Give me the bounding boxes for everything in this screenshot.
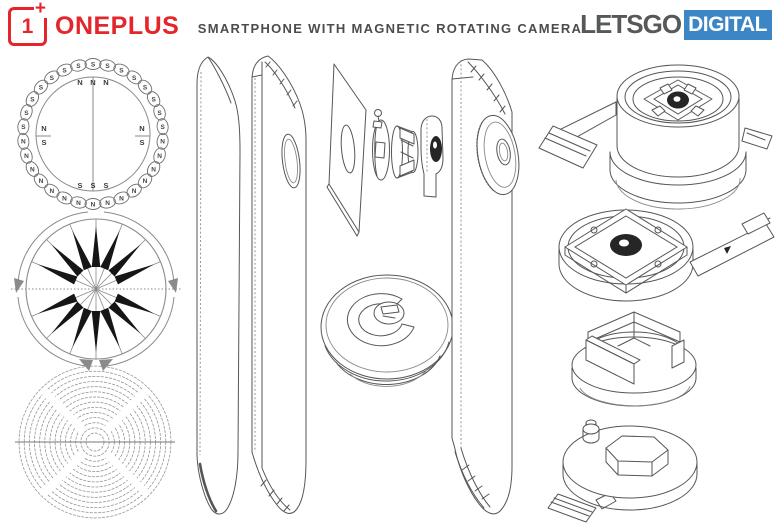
svg-text:N: N [105,200,110,207]
oneplus-logo-icon: 1 + [8,0,47,46]
digital-wordmark: DIGITAL [684,9,772,40]
svg-text:S: S [39,85,44,92]
svg-text:S: S [76,63,81,70]
svg-text:N: N [30,166,35,173]
oneplus-logo-digit: 1 [21,15,34,38]
svg-text:S: S [151,96,156,103]
svg-text:N: N [76,200,81,207]
svg-text:S: S [119,67,124,74]
svg-text:S: S [139,138,144,147]
svg-text:N: N [24,153,29,160]
svg-text:N: N [62,195,67,202]
svg-text:S: S [30,96,35,103]
shutter-disc-part [372,109,390,181]
svg-text:S: S [21,124,26,131]
oneplus-logo[interactable]: 1 + ONEPLUS [8,0,180,46]
svg-text:S: S [24,110,29,117]
middle-frame-figure [196,56,241,515]
svg-text:S: S [41,138,46,147]
camera-mount-plate-figure [326,63,367,238]
svg-text:S: S [132,75,137,82]
svg-text:S: S [77,181,82,190]
oneplus-logo-plus: + [33,0,47,19]
svg-text:N: N [132,188,137,195]
svg-text:N: N [157,153,162,160]
svg-text:N: N [143,178,148,185]
svg-text:N: N [39,178,44,185]
front-frame-figure [251,55,307,514]
svg-text:N: N [50,188,55,195]
magnetic-field-arrows-figure [11,211,181,371]
svg-text:N: N [91,201,96,208]
camera-module-assembly-figure [538,64,773,210]
rotor-cap-figure [571,311,697,407]
svg-text:S: S [157,110,162,117]
svg-text:S: S [91,61,96,68]
oneplus-wordmark: ONEPLUS [55,12,180,40]
svg-text:S: S [90,181,95,190]
svg-text:N: N [103,78,108,87]
svg-text:N: N [90,78,95,87]
image-title: SMARTPHONE WITH MAGNETIC ROTATING CAMERA [197,21,583,36]
letsgodigital-logo[interactable]: LETSGO DIGITAL [580,9,772,40]
coil-figure [15,365,175,519]
svg-text:N: N [21,139,26,146]
svg-text:N: N [139,124,144,133]
svg-text:S: S [160,124,165,131]
svg-text:N: N [151,166,156,173]
svg-text:N: N [77,78,82,87]
back-cover-figure [451,58,520,515]
svg-text:S: S [62,67,67,74]
base-disc-figure [547,419,698,523]
svg-text:N: N [119,195,124,202]
svg-text:S: S [105,63,110,70]
svg-text:N: N [160,139,165,146]
svg-text:S: S [50,75,55,82]
svg-text:N: N [41,124,46,133]
svg-text:S: S [103,181,108,190]
sensor-bracket-part [420,115,444,198]
sensor-tray-figure [558,208,775,302]
rotor-base-figure [320,274,454,387]
camera-parts-figure [372,109,444,198]
rotating-dial [476,114,520,196]
letsgo-wordmark: LETSGO [580,9,682,39]
lens-barrel-part [391,125,419,179]
svg-text:S: S [143,85,148,92]
